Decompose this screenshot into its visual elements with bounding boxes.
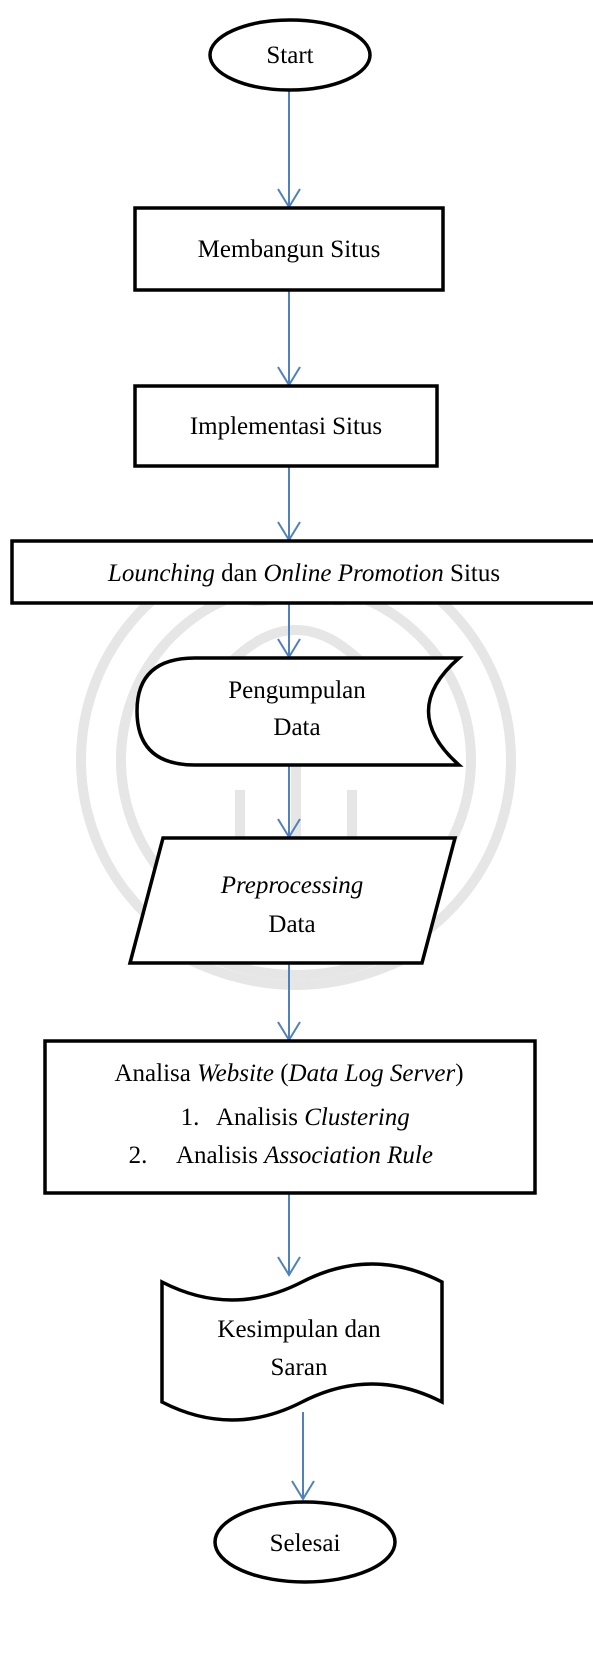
analisa-item2-text: Analisis	[176, 1142, 264, 1169]
lounching-label: Lounching dan Online Promotion Situs	[107, 560, 500, 587]
implementasi-situs-label: Implementasi Situs	[190, 413, 382, 440]
kesimpulan-line2: Saran	[271, 1354, 328, 1381]
analisa-title-part3: (	[274, 1060, 289, 1087]
preprocessing-line2: Data	[268, 911, 315, 938]
arrow-start-to-membangun	[277, 88, 301, 209]
selesai-label: Selesai	[270, 1530, 341, 1557]
analisa-website-node: Analisa Website (Data Log Server) 1. Ana…	[43, 1039, 537, 1195]
pengumpulan-line1: Pengumpulan	[228, 677, 366, 704]
preprocessing-line1: Preprocessing	[220, 872, 364, 899]
arrows	[277, 88, 315, 1501]
analisa-title-part2: Website	[197, 1060, 274, 1087]
lounching-part2: dan	[215, 560, 264, 587]
analisa-item2: Analisis Association Rule	[176, 1142, 433, 1169]
lounching-part3: Online Promotion	[263, 560, 443, 587]
analisa-item1: Analisis Clustering	[216, 1104, 410, 1131]
preprocessing-data-node: Preprocessing Data	[127, 836, 458, 965]
analisa-title-part5: )	[455, 1060, 463, 1087]
implementasi-situs-node: Implementasi Situs	[133, 384, 439, 468]
arrow-implementasi-to-lounching	[277, 466, 301, 542]
pengumpulan-line2: Data	[273, 714, 320, 741]
start-label: Start	[266, 42, 313, 69]
analisa-item2-num: 2.	[129, 1142, 148, 1169]
pengumpulan-data-node: Pengumpulan Data	[135, 656, 464, 767]
analisa-title-part1: Analisa	[114, 1060, 197, 1087]
arrow-kesimpulan-to-selesai	[291, 1412, 315, 1501]
lounching-part4: Situs	[444, 560, 500, 587]
lounching-part1: Lounching	[107, 560, 215, 587]
membangun-situs-node: Membangun Situs	[133, 206, 445, 292]
analisa-item2-italic: Association Rule	[262, 1142, 433, 1169]
analisa-item1-text: Analisis	[216, 1104, 304, 1131]
selesai-node: Selesai	[213, 1500, 397, 1584]
lounching-node: Lounching dan Online Promotion Situs	[10, 539, 593, 605]
analisa-item1-num: 1.	[181, 1104, 200, 1131]
analisa-title-part4: Data Log Server	[288, 1060, 456, 1087]
kesimpulan-node: Kesimpulan dan Saran	[160, 1262, 444, 1422]
membangun-situs-label: Membangun Situs	[198, 236, 381, 263]
analisa-item1-italic: Clustering	[304, 1104, 410, 1131]
kesimpulan-line1: Kesimpulan dan	[217, 1316, 381, 1343]
start-node: Start	[208, 18, 372, 92]
arrow-analisa-to-kesimpulan	[277, 1193, 301, 1277]
arrow-membangun-to-implementasi	[277, 290, 301, 387]
analisa-title: Analisa Website (Data Log Server)	[114, 1060, 463, 1087]
